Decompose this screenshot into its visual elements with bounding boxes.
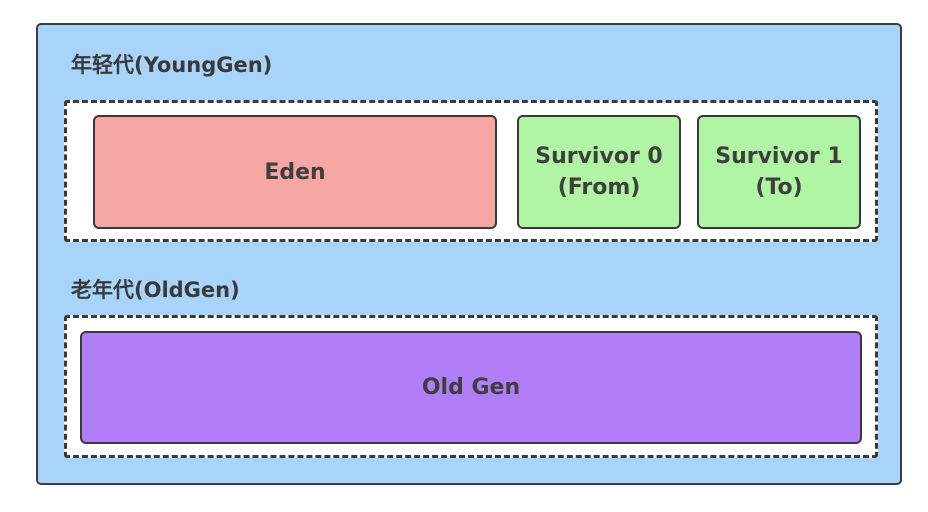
young-gen-label: 年轻代(YoungGen) (71, 53, 273, 77)
old-gen-label: 老年代(OldGen) (71, 278, 240, 302)
eden-label: Eden (264, 159, 326, 185)
eden-region: Eden (93, 115, 497, 229)
heap-container: 年轻代(YoungGen) Eden Survivor 0 (From) Sur… (36, 23, 902, 485)
survivor-1-sublabel: (To) (755, 175, 803, 200)
old-gen-region: Old Gen (80, 331, 862, 444)
old-gen-region-label: Old Gen (421, 375, 521, 400)
old-gen-box: Old Gen (64, 315, 878, 458)
survivor-1-label: Survivor 1 (715, 144, 843, 169)
survivor-1-region: Survivor 1 (To) (697, 115, 861, 229)
survivor-0-sublabel: (From) (557, 175, 641, 200)
survivor-0-label: Survivor 0 (535, 144, 663, 169)
survivor-0-region: Survivor 0 (From) (517, 115, 681, 229)
young-gen-box: Eden Survivor 0 (From) Survivor 1 (To) (64, 100, 878, 242)
